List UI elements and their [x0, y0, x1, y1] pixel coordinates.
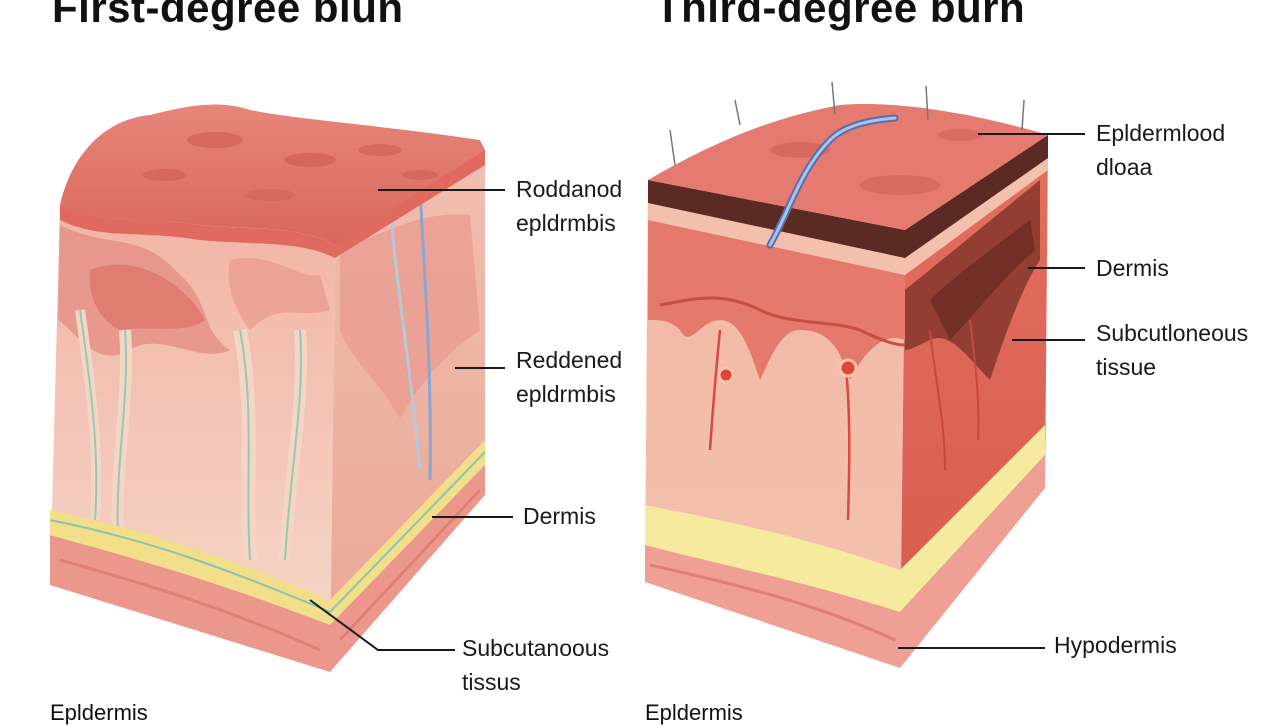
label-line: tissue — [1096, 354, 1157, 380]
label-line: Epldermlood — [1096, 120, 1226, 146]
label-line: Subcutloneous — [1096, 320, 1249, 346]
third-degree-block — [645, 81, 1048, 668]
label-line: epldrmbis — [516, 381, 616, 407]
right-hypodermis — [645, 455, 1045, 668]
caption-right: Epldermis — [645, 700, 743, 725]
title-third-degree: Third-degree burn — [655, 0, 1026, 31]
label-line: Roddanod — [516, 176, 623, 202]
label-right-hypodermis: Hypodermis — [1054, 632, 1177, 658]
label-left-reddened-epidermis-1: Roddanod epldrmbis — [516, 172, 622, 240]
label-line: Reddened — [516, 347, 623, 373]
right-charred-layer — [648, 135, 1048, 258]
left-fat-layer — [50, 440, 485, 625]
label-line: tissus — [462, 669, 521, 695]
label-right-dermis: Dermis — [1096, 255, 1169, 281]
leader-lines — [309, 133, 1085, 651]
label-right-subcutaneous: Subcutloneous tissue — [1096, 316, 1248, 384]
left-top-surface — [60, 104, 485, 245]
label-line: Subcutanoous — [462, 635, 610, 661]
caption-left: Epldermis — [50, 700, 148, 725]
label-left-subcutaneous: Subcutanoous tissus — [462, 631, 609, 699]
label-line: dloaa — [1096, 154, 1153, 180]
left-hypodermis — [50, 465, 485, 672]
label-left-reddened-epidermis-2: Reddened epldrmbis — [516, 343, 622, 411]
label-left-dermis: Dermis — [523, 503, 596, 529]
title-first-degree: First-degree blun — [52, 0, 404, 31]
right-fat-layer — [645, 425, 1045, 612]
first-degree-block — [49, 104, 486, 672]
label-line: epldrmbis — [516, 210, 616, 236]
leader-left-subcutaneous — [309, 599, 455, 651]
label-right-epidermis: Epldermlood dloaa — [1096, 116, 1225, 184]
right-top-surface — [648, 104, 1048, 230]
